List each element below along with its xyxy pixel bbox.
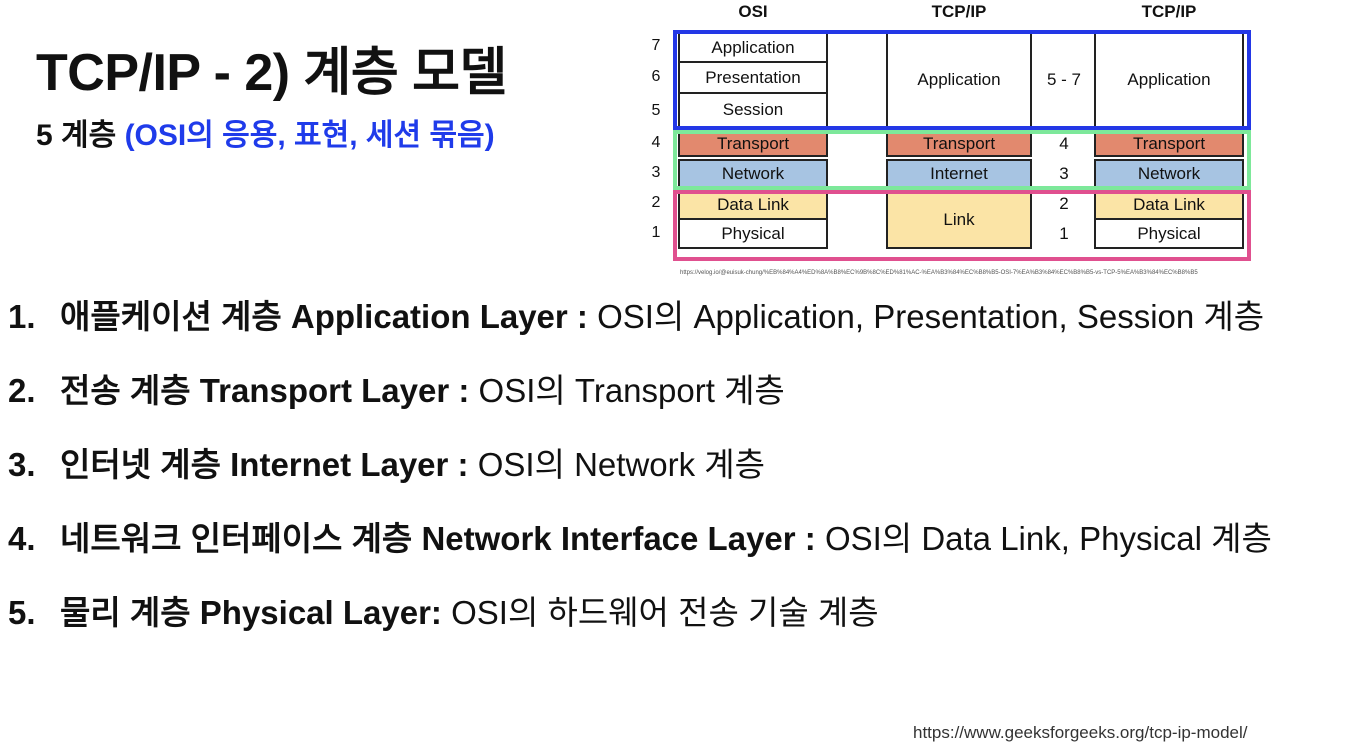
osi-data-link: Data Link — [678, 190, 828, 220]
layer-description: OSI의 하드웨어 전송 기술 계층 — [451, 594, 879, 631]
osi-number: 3 — [651, 164, 661, 181]
layer-name-en: Physical Layer: — [199, 594, 452, 631]
tcpip4-internet: Internet — [886, 159, 1032, 188]
osi-session: Session — [678, 92, 828, 128]
header-osi: OSI — [738, 2, 768, 21]
osi-transport: Transport — [678, 131, 828, 157]
tcpip4-application: Application — [886, 32, 1032, 128]
list-number: 2. — [8, 372, 36, 409]
tcpip-number: 1 — [1059, 224, 1069, 243]
osi-number: 7 — [651, 37, 661, 54]
osi-network: Network — [678, 159, 828, 188]
tcpip5-physical: Physical — [1094, 218, 1244, 249]
osi-number: 5 — [651, 102, 661, 119]
tcpip4-transport: Transport — [886, 131, 1032, 157]
tcpip-number: 5 - 7 — [1046, 70, 1082, 89]
tcpip5-network: Network — [1094, 159, 1244, 188]
layer-name-en: Network Interface Layer : — [421, 520, 825, 557]
list-number: 3. — [8, 446, 36, 483]
list-number: 4. — [8, 520, 36, 557]
osi-number: 6 — [651, 68, 661, 85]
osi-application: Application — [678, 32, 828, 63]
page-title: TCP/IP - 2) 계층 모델 — [36, 44, 507, 102]
osi-presentation: Presentation — [678, 61, 828, 94]
layer-name-ko: 전송 계층 — [60, 372, 200, 409]
subtitle-highlight: (OSI의 응용, 표현, 세션 묶음) — [124, 119, 495, 152]
tcpip4-link: Link — [886, 190, 1032, 249]
layer-name-en: Application Layer : — [290, 298, 598, 335]
tcpip5-transport: Transport — [1094, 131, 1244, 157]
tcpip-number: 3 — [1059, 164, 1069, 183]
list-item: 3. 인터넷 계층 Internet Layer : OSI의 Network 계… — [8, 438, 765, 486]
subtitle-prefix: 5 계층 — [36, 119, 125, 152]
layer-name-ko: 애플케이션 계층 — [60, 298, 291, 335]
layer-name-en: Transport Layer : — [199, 372, 479, 409]
list-item: 1. 애플케이션 계층 Application Layer : OSI의 Appl… — [8, 290, 1264, 338]
layer-description: OSI의 Application, Presentation, Session … — [597, 298, 1265, 335]
list-number: 1. — [8, 298, 36, 335]
page-subtitle: 5 계층 (OSI의 응용, 표현, 세션 묶음) — [36, 110, 495, 154]
layer-name-en: Internet Layer : — [230, 446, 478, 483]
header-tcpip-5: TCP/IP — [1141, 2, 1197, 21]
layer-description: OSI의 Transport 계층 — [478, 372, 785, 409]
layer-description: OSI의 Data Link, Physical 계층 — [824, 520, 1272, 557]
tcpip5-application: Application — [1094, 32, 1244, 128]
footer-source-link[interactable]: https://www.geeksforgeeks.org/tcp-ip-mod… — [913, 723, 1248, 742]
osi-number: 1 — [651, 224, 661, 241]
osi-physical: Physical — [678, 218, 828, 249]
header-tcpip-4: TCP/IP — [931, 2, 987, 21]
tcpip5-data-link: Data Link — [1094, 190, 1244, 220]
list-item: 2. 전송 계층 Transport Layer : OSI의 Transport… — [8, 364, 785, 412]
tcpip-number: 4 — [1059, 134, 1069, 153]
tcpip-number: 2 — [1059, 194, 1069, 213]
list-item: 5. 물리 계층 Physical Layer: OSI의 하드웨어 전송 기술 … — [8, 586, 879, 634]
list-number: 5. — [8, 594, 36, 631]
list-item: 4. 네트워크 인터페이스 계층 Network Interface Layer … — [8, 512, 1272, 560]
layer-name-ko: 인터넷 계층 — [60, 446, 231, 483]
layer-name-ko: 물리 계층 — [60, 594, 200, 631]
layer-description: OSI의 Network 계층 — [477, 446, 766, 483]
osi-number: 2 — [651, 194, 661, 211]
osi-number: 4 — [651, 134, 661, 151]
diagram-source-link[interactable]: https://velog.io/@euisuk-chung/%EB%84%A4… — [680, 270, 1198, 276]
osi-tcpip-diagram: OSI TCP/IP TCP/IP 7 6 5 4 3 2 1 Applicat… — [640, 0, 1362, 280]
layer-name-ko: 네트워크 인터페이스 계층 — [60, 520, 422, 557]
